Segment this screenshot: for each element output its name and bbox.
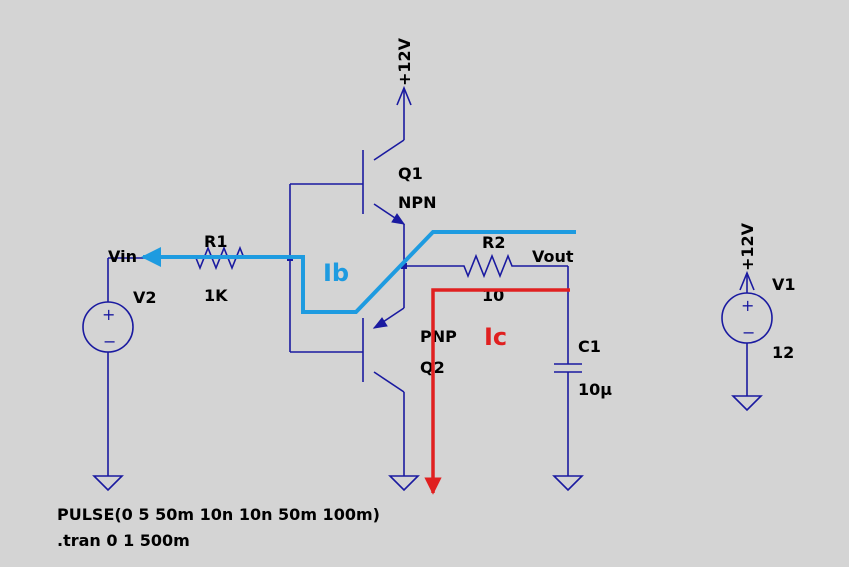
v1-name: V1 [772,275,796,294]
ic-label: Ic [484,323,507,351]
ground-v2 [92,475,124,492]
directive-tran: .tran 0 1 500m [57,531,190,550]
ground-q2 [388,475,420,492]
v1-value: 12 [772,343,794,362]
ib-current-path [141,230,576,314]
ground-c1 [552,475,584,492]
junction-emitter [401,263,407,269]
net-label-vout: Vout [532,247,574,266]
supply-top-label: +12V [395,37,414,86]
q1-type: NPN [398,193,437,212]
directive-pulse: PULSE(0 5 50m 10n 10n 50m 100m) [57,505,380,524]
source-v1[interactable]: +12V + − V1 12 [721,222,796,396]
resistor-r2[interactable]: R2 10 [404,233,568,305]
c1-name: C1 [578,337,601,356]
v2-name: V2 [133,288,157,307]
v1-plus-sign: + [741,296,754,315]
r1-value: 1K [204,286,228,305]
q2-type: PNP [420,327,457,346]
q1-name: Q1 [398,164,423,183]
c1-value: 10µ [578,380,612,399]
r1-name: R1 [204,232,227,251]
ib-label: Ib [323,259,349,287]
ground-v1 [731,395,763,412]
v1-minus-sign: − [742,323,755,342]
ic-current-path [424,288,570,495]
source-v2[interactable]: + − V2 [82,258,157,476]
net-label-vin: Vin [108,247,137,266]
v2-minus-sign: − [103,332,116,351]
supply-v1-label: +12V [738,222,757,271]
transistor-q1[interactable]: Q1 NPN [290,139,437,225]
capacitor-c1[interactable]: C1 10µ [554,266,612,476]
supply-top[interactable]: +12V [395,37,414,140]
r2-name: R2 [482,233,505,252]
v2-plus-sign: + [102,305,115,324]
